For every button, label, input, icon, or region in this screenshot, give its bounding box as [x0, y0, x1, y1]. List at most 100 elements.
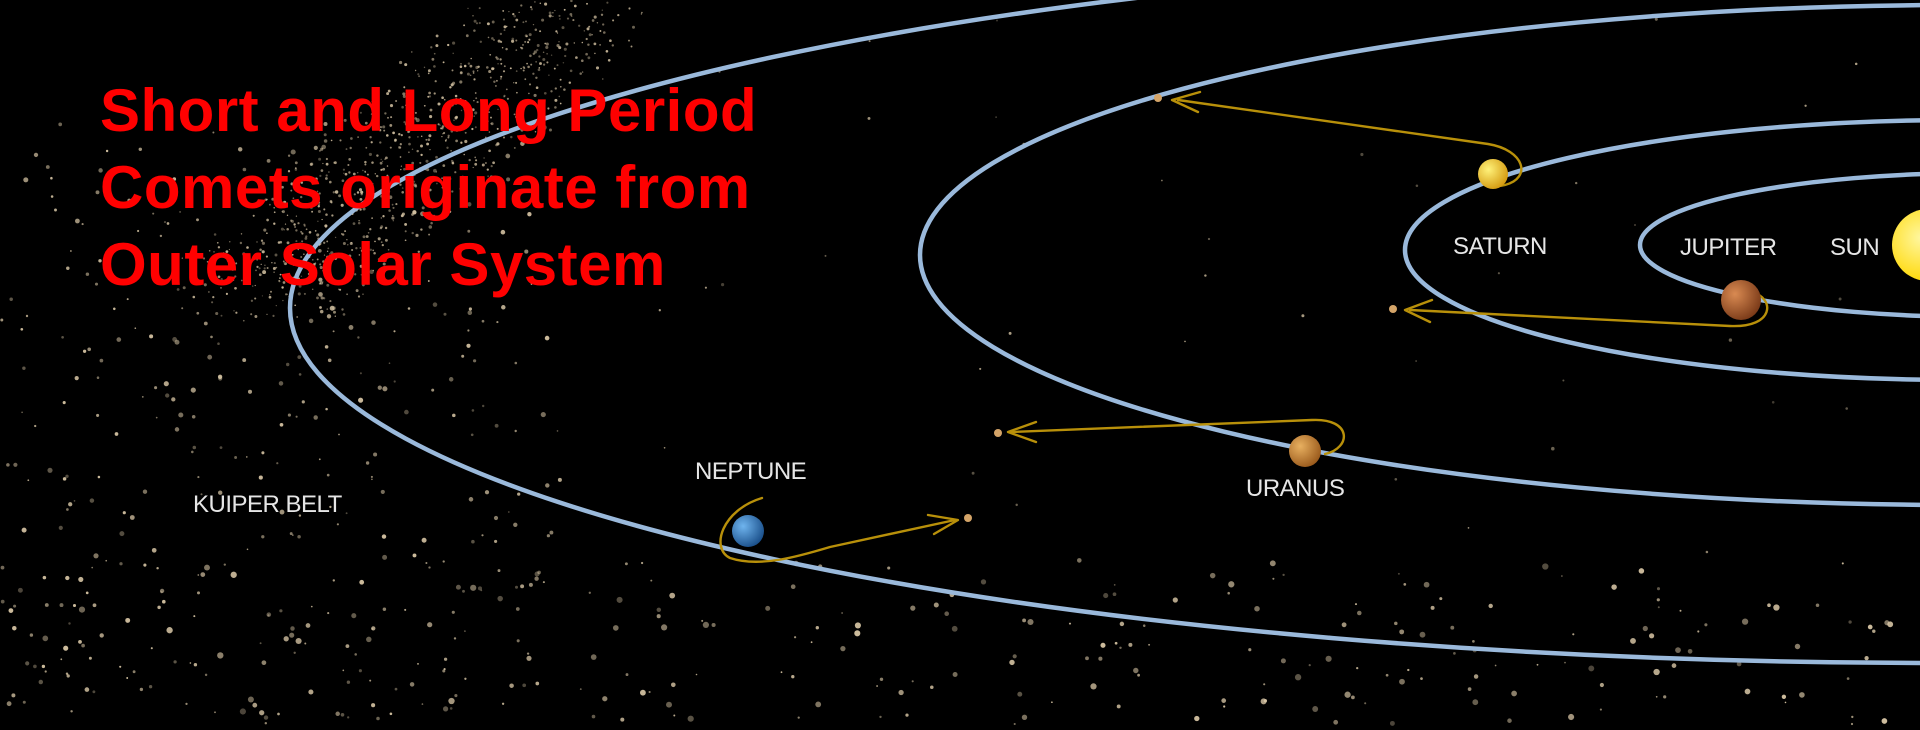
dust-particle — [317, 220, 319, 222]
dust-particle — [88, 656, 92, 660]
dust-particle — [1851, 715, 1854, 719]
dust-particle — [1741, 618, 1749, 625]
dust-particle — [322, 269, 324, 272]
dust-particle — [515, 607, 520, 611]
dust-particle — [316, 258, 319, 261]
dust-particle — [308, 275, 311, 278]
dust-particle — [1420, 677, 1423, 680]
dust-particle — [476, 101, 479, 104]
dust-particle — [533, 93, 537, 97]
dust-particle — [640, 561, 644, 565]
dust-particle — [1399, 629, 1405, 635]
dust-particle — [663, 446, 666, 449]
dust-particle — [256, 265, 259, 269]
dust-particle — [648, 690, 651, 694]
dust-particle — [256, 259, 258, 261]
dust-particle — [1773, 604, 1780, 611]
dust-particle — [593, 42, 597, 46]
uranus-body — [1289, 435, 1321, 467]
dust-particle — [543, 100, 546, 103]
dust-particle — [579, 688, 582, 690]
dust-particle — [394, 138, 397, 142]
dust-particle — [513, 113, 516, 116]
dust-particle — [391, 203, 394, 206]
dust-particle — [711, 622, 716, 628]
dust-particle — [287, 413, 291, 417]
dust-particle — [535, 86, 539, 90]
dust-particle — [468, 158, 471, 162]
dust-particle — [414, 111, 417, 114]
dust-particle — [441, 135, 443, 138]
dust-particle — [530, 8, 533, 11]
dust-particle — [467, 62, 471, 65]
dust-particle — [276, 462, 279, 465]
dust-particle — [376, 118, 378, 121]
kuiper-belt-label: KUIPER BELT — [193, 491, 343, 518]
dust-particle — [841, 612, 843, 614]
dust-particle — [563, 47, 567, 51]
dust-particle — [8, 608, 14, 613]
dust-particle — [1017, 691, 1023, 697]
dust-particle — [480, 109, 484, 112]
dust-particle — [416, 149, 419, 153]
dust-particle — [409, 189, 412, 192]
dust-particle — [304, 237, 308, 240]
dust-particle — [65, 575, 70, 581]
dust-particle — [346, 239, 348, 241]
dust-particle — [415, 118, 420, 123]
sun-body — [1892, 209, 1920, 281]
dust-particle — [507, 511, 510, 513]
dust-particle — [297, 259, 301, 263]
dust-particle — [565, 42, 569, 46]
dust-particle — [408, 151, 410, 154]
dust-particle — [379, 161, 383, 165]
dust-particle — [359, 111, 362, 114]
dust-particle — [192, 295, 196, 299]
dust-particle — [450, 130, 454, 133]
dust-particle — [137, 229, 140, 233]
dust-particle — [85, 591, 89, 595]
dust-particle — [294, 262, 297, 266]
dust-particle — [350, 273, 353, 277]
dust-particle — [325, 162, 329, 166]
dust-particle — [687, 715, 694, 722]
dust-particle — [490, 164, 493, 168]
dust-particle — [398, 133, 401, 136]
dust-particle — [586, 2, 588, 5]
dust-particle — [451, 161, 455, 165]
dust-particle — [1611, 584, 1617, 590]
dust-particle — [503, 95, 505, 98]
dust-particle — [300, 280, 303, 283]
dust-particle — [295, 229, 298, 232]
dust-particle — [319, 306, 322, 309]
dust-particle — [380, 217, 382, 219]
dust-particle — [497, 62, 499, 65]
dust-particle — [473, 78, 476, 81]
dust-particle — [1119, 621, 1125, 627]
dust-particle — [1364, 702, 1367, 705]
dust-particle — [294, 225, 297, 229]
comet-nucleus — [964, 514, 972, 522]
dust-particle — [483, 123, 486, 126]
dust-particle — [445, 138, 448, 141]
dust-particle — [465, 176, 468, 179]
sun-label: SUN — [1830, 234, 1879, 261]
dust-particle — [342, 669, 345, 672]
dust-particle — [366, 282, 369, 285]
dust-particle — [242, 358, 247, 363]
dust-particle — [528, 92, 530, 95]
dust-particle — [404, 222, 408, 226]
dust-particle — [887, 566, 891, 570]
dust-particle — [580, 59, 584, 63]
dust-particle — [425, 159, 429, 163]
dust-particle — [200, 493, 203, 496]
dust-particle — [132, 670, 136, 674]
dust-particle — [415, 233, 419, 237]
dust-particle — [442, 669, 446, 673]
dust-particle — [455, 115, 458, 119]
dust-particle — [116, 337, 122, 342]
dust-particle — [1663, 695, 1667, 699]
dust-particle — [1254, 605, 1260, 612]
dust-particle — [588, 25, 591, 28]
dust-particle — [1227, 591, 1230, 595]
